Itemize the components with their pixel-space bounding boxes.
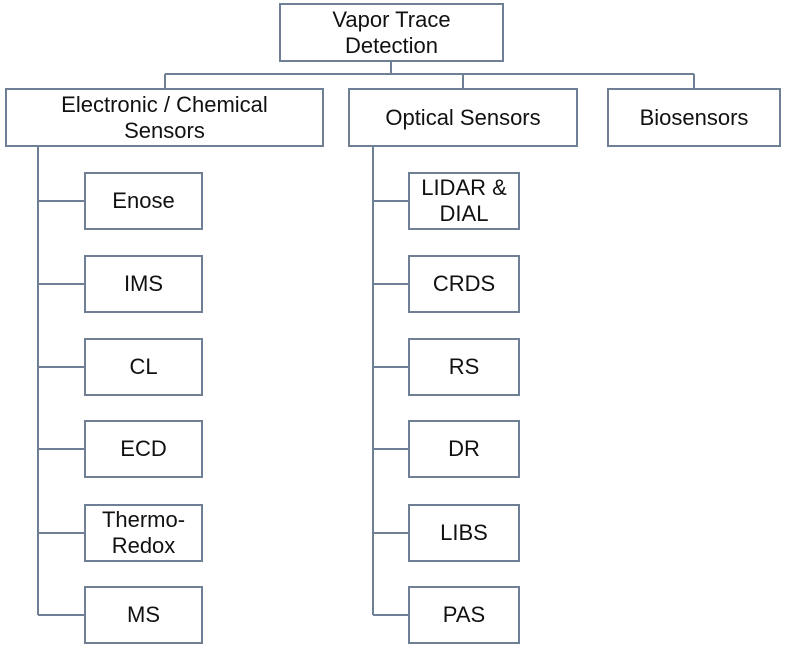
sensor-label: PAS — [442, 602, 486, 627]
sensor-node-ecd: ECD — [84, 420, 203, 478]
category-node-electronic-chemical: Electronic / Chemical Sensors — [5, 88, 324, 147]
sensor-node-rs: RS — [408, 338, 520, 396]
sensor-label: CL — [129, 354, 158, 379]
category-label: Electronic / Chemical Sensors — [61, 91, 268, 143]
sensor-node-ms: MS — [84, 586, 203, 644]
sensor-node-cl: CL — [84, 338, 203, 396]
sensor-node-dr: DR — [408, 420, 520, 478]
sensor-label: LIBS — [440, 520, 488, 545]
sensor-node-thermo-redox: Thermo- Redox — [84, 504, 203, 562]
root-node-vapor-trace-detection: Vapor Trace Detection — [279, 3, 504, 62]
category-label: Optical Sensors — [385, 104, 541, 130]
sensor-label: IMS — [123, 271, 164, 296]
category-node-biosensors: Biosensors — [607, 88, 781, 147]
sensor-label: Thermo- Redox — [101, 507, 186, 558]
sensor-node-lidar-dial: LIDAR & DIAL — [408, 172, 520, 230]
sensor-node-crds: CRDS — [408, 255, 520, 313]
sensor-node-pas: PAS — [408, 586, 520, 644]
sensor-node-libs: LIBS — [408, 504, 520, 562]
sensor-node-ims: IMS — [84, 255, 203, 313]
sensor-label: LIDAR & DIAL — [421, 175, 507, 226]
sensor-node-enose: Enose — [84, 172, 203, 230]
sensor-label: CRDS — [432, 271, 496, 296]
sensor-label: RS — [448, 354, 480, 379]
sensor-label: DR — [448, 436, 480, 461]
category-node-optical: Optical Sensors — [348, 88, 578, 147]
sensor-label: Enose — [112, 188, 175, 213]
sensor-label: ECD — [120, 436, 167, 461]
sensor-label: MS — [127, 602, 160, 627]
root-node-label: Vapor Trace Detection — [332, 6, 451, 58]
category-label: Biosensors — [639, 104, 749, 130]
